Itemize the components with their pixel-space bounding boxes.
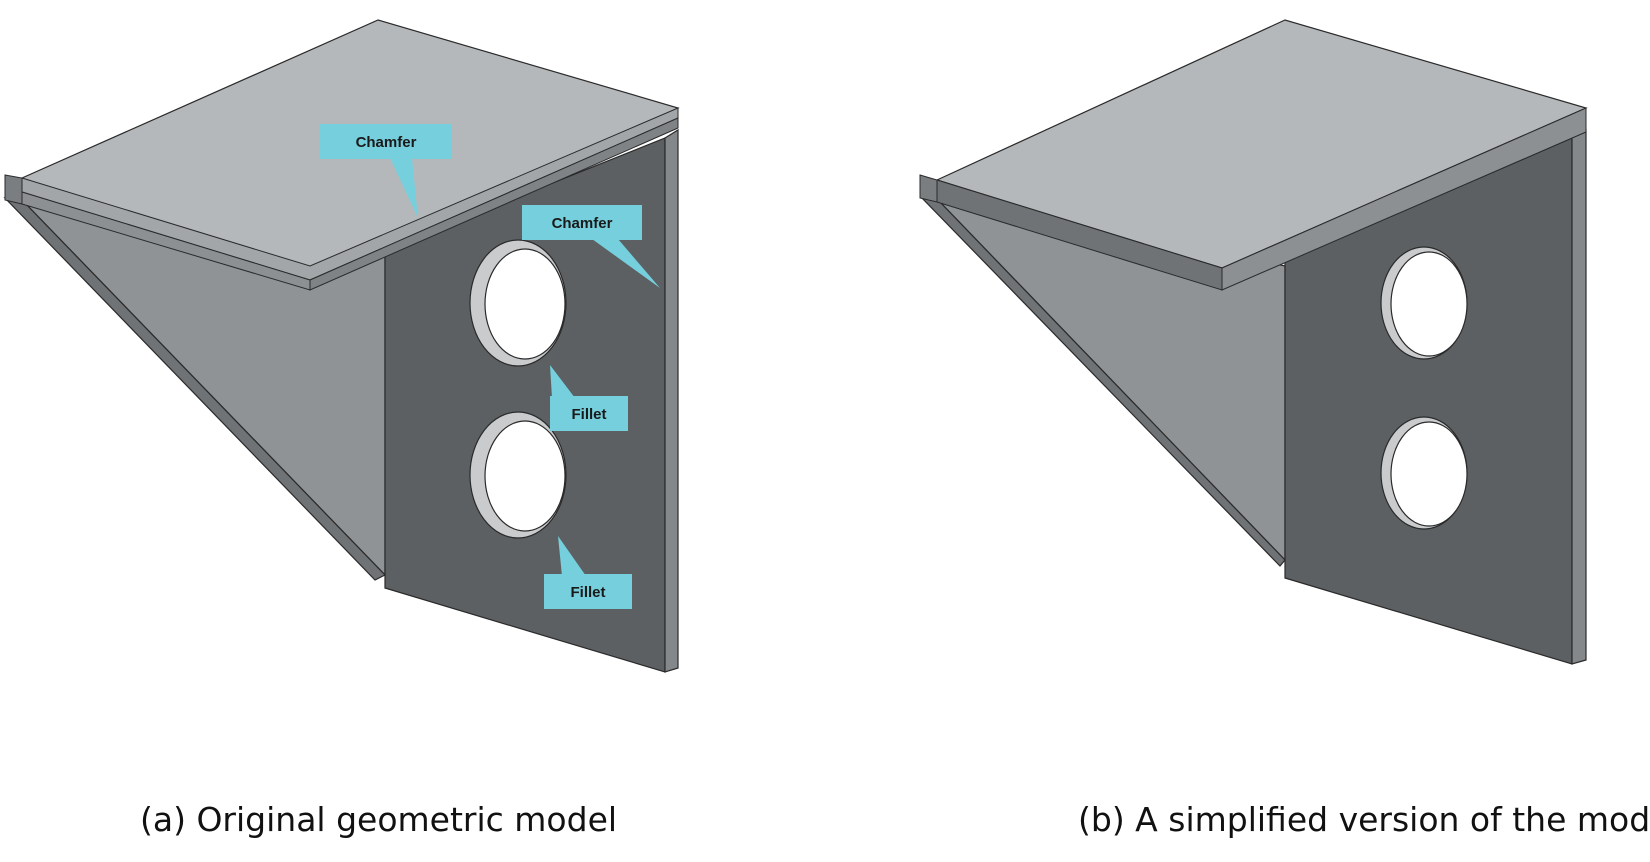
caption-original-model: (a) Original geometric model xyxy=(140,800,618,839)
callout-chamfer-right: Chamfer xyxy=(522,205,660,288)
hole-lower xyxy=(484,420,566,532)
caption-simplified-model: (b) A simplified version of the model xyxy=(1078,800,1650,839)
top-plate-right-edge xyxy=(309,117,679,291)
callout-fillet-lower: Fillet xyxy=(544,536,632,609)
original-model: Chamfer Chamfer Fillet Fillet xyxy=(3,19,680,673)
hole-upper xyxy=(484,248,566,360)
svg-text:Fillet: Fillet xyxy=(570,584,605,601)
simplified-model xyxy=(919,19,1588,665)
front-plate-edge xyxy=(664,128,679,673)
callout-fillet-upper: Fillet xyxy=(550,365,628,431)
top-plate-side-edge xyxy=(4,174,23,205)
svg-text:Chamfer: Chamfer xyxy=(552,215,613,232)
svg-text:Chamfer: Chamfer xyxy=(356,134,417,151)
callout-chamfer-top: Chamfer xyxy=(320,124,452,218)
top-plate-right-edge xyxy=(1221,107,1587,291)
front-plate-edge xyxy=(1571,128,1587,665)
svg-text:Fillet: Fillet xyxy=(571,406,606,423)
hole-lower xyxy=(1390,421,1468,527)
hole-upper xyxy=(1390,251,1468,357)
top-plate-side-edge xyxy=(919,174,938,203)
